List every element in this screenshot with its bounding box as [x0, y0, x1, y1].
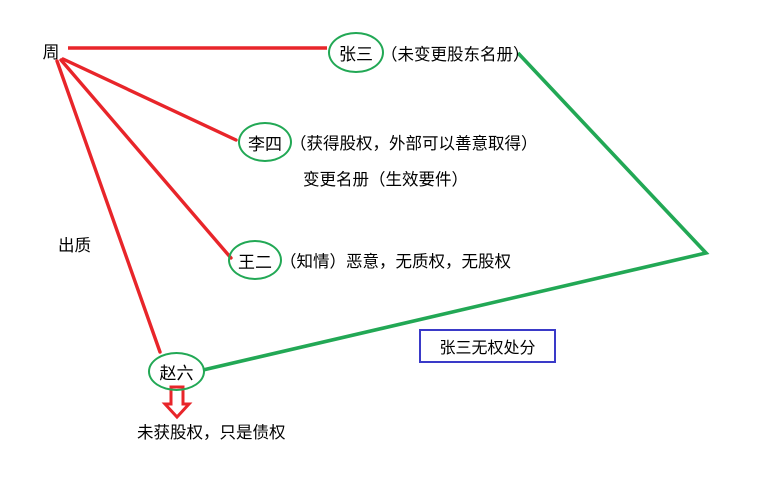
note-box-label: 张三无权处分 [439, 338, 536, 357]
node-zhou-label: 周 [42, 42, 60, 63]
node-zhangsan-label: 张三 [339, 45, 373, 65]
annotation-wanger-note: （知情）恶意，无质权，无股权 [280, 252, 511, 271]
annotation-zhangsan-note: （未变更股东名册） [381, 45, 530, 64]
edge-zhaoliu-to-bottom-note [161, 385, 193, 420]
annotation-register-note: 变更名册（生效要件） [303, 170, 468, 189]
note-box-unauthorized-disposal[interactable]: 张三无权处分 [419, 329, 556, 363]
annotation-lisi-note: （获得股权，外部可以善意取得） [290, 134, 538, 153]
node-wanger[interactable]: 王二 [228, 240, 282, 280]
edge-zhou-to-lisi [61, 57, 238, 142]
edge-zhou-to-wanger [59, 58, 233, 260]
edge-zhangsan-to-zhaoliu [202, 51, 710, 372]
annotation-pledge-label: 出质 [58, 236, 91, 255]
node-zhaoliu-label: 赵六 [159, 364, 194, 384]
node-lisi-label: 李四 [248, 134, 282, 155]
annotation-bottom-note: 未获股权，只是债权 [137, 423, 286, 442]
node-zhaoliu[interactable]: 赵六 [148, 352, 205, 391]
node-zhou[interactable]: 周 [38, 38, 64, 63]
edge-zhou-to-zhaoliu [55, 59, 162, 354]
node-zhangsan[interactable]: 张三 [328, 32, 384, 73]
node-lisi[interactable]: 李四 [238, 122, 292, 162]
node-wanger-label: 王二 [238, 252, 272, 273]
